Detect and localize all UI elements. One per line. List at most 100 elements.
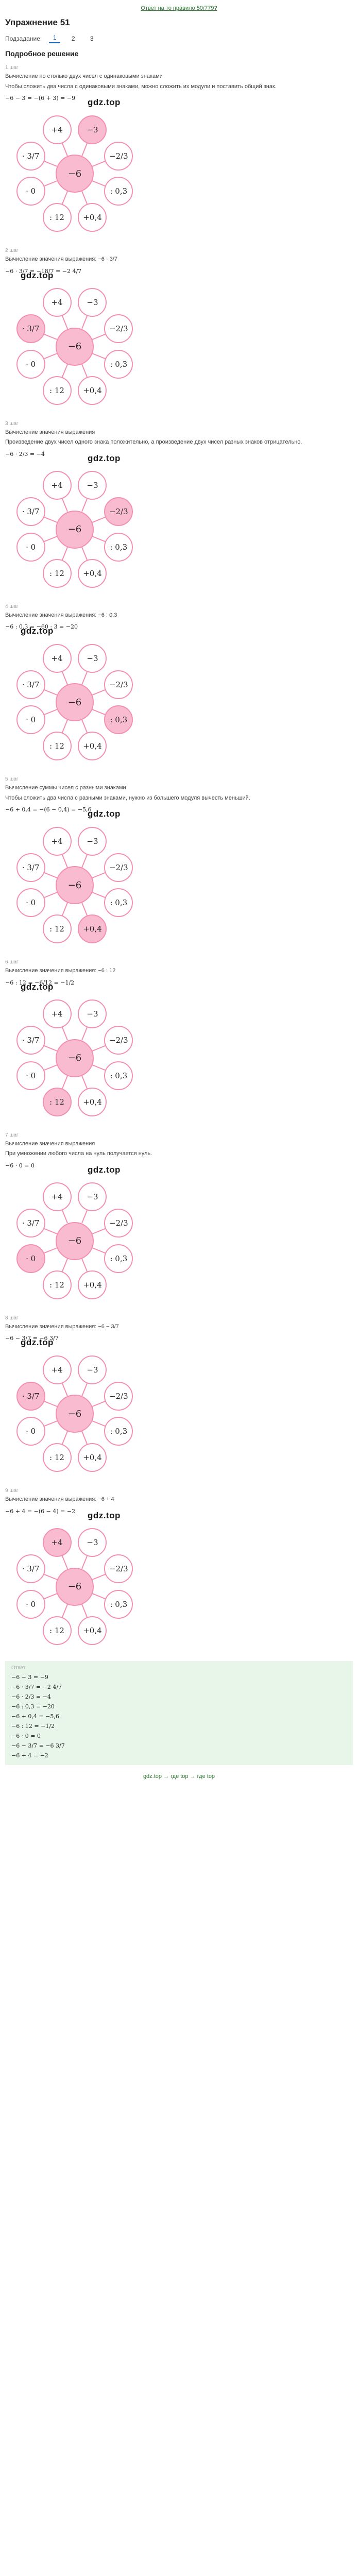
step-label: 2 шаг: [5, 248, 19, 253]
answer-label: Ответ: [11, 1665, 26, 1671]
diagram-operand-node: −3: [78, 1182, 107, 1212]
diagram-operand-node: −3: [78, 115, 107, 144]
step-label: 5 шаг: [5, 776, 19, 782]
diagram-operand-node: −3: [78, 471, 107, 500]
step-label: 3 шаг: [5, 420, 19, 427]
diagram-operand-node: : 12: [42, 1270, 72, 1299]
watermark: gdz.top: [88, 1510, 121, 1520]
subtask-tab-1[interactable]: 1: [49, 34, 61, 43]
step-formula: −6 · 0 = 0: [5, 1162, 35, 1169]
diagram-operand-node: : 12: [42, 732, 72, 761]
diagram-operand-node: −2/3: [104, 853, 133, 882]
diagram-center-node: −6: [56, 1567, 94, 1606]
diagram-operand-node: +4: [42, 288, 72, 317]
step-label: 1 шаг: [5, 65, 19, 71]
diagram-operand-node: +0,4: [78, 1616, 107, 1645]
watermark: gdz.top: [88, 1164, 121, 1175]
diagram-operand-node: · 0: [16, 532, 45, 562]
diagram-operand-node: · 0: [16, 705, 45, 735]
step-formula: −6 + 4 = −(6 − 4) = −2: [5, 1507, 76, 1515]
diagram-operand-node: −2/3: [104, 1209, 133, 1238]
diagram-operand-node: · 0: [16, 888, 45, 918]
answer-line: −6 − 3 = −9: [11, 1673, 48, 1681]
diagram-operand-node: : 12: [42, 376, 72, 405]
diagram-operand-node: : 0,3: [104, 1244, 133, 1273]
diagram-operand-node: · 0: [16, 1417, 45, 1446]
answer-line: −6 : 0,3 = −20: [11, 1703, 55, 1710]
subtask-tab-2[interactable]: 2: [71, 35, 75, 42]
diagram-center-node: −6: [56, 1039, 94, 1077]
diagram-operand-node: −3: [78, 643, 107, 673]
diagram-operand-node: · 3/7: [16, 497, 45, 527]
top-link[interactable]: Ответ на то правило 50/779?: [141, 5, 217, 11]
diagram-center-node: −6: [56, 683, 94, 721]
step-formula: −6 − 3 = −(6 + 3) = −9: [5, 95, 76, 101]
diagram-operand-node: · 3/7: [16, 314, 45, 344]
diagram-operand-node: : 0,3: [104, 532, 133, 562]
step-label: 6 шаг: [5, 959, 19, 965]
diagram-center-node: −6: [56, 866, 94, 904]
subtask-label: Подзадание:: [5, 35, 42, 42]
step-rule: Чтобы сложить два числа с одинаковыми зн…: [5, 83, 277, 90]
diagram-operand-node: : 12: [42, 203, 72, 232]
diagram-operand-node: +0,4: [78, 203, 107, 232]
diagram-operand-node: +0,4: [78, 732, 107, 761]
diagram-center-node: −6: [56, 510, 94, 549]
step-description: Вычисление значения выражения: [5, 1140, 95, 1147]
diagram-operand-node: · 3/7: [16, 1554, 45, 1584]
step-rule: Произведение двух чисел одного знака пол…: [5, 439, 302, 445]
step-rule: Чтобы сложить два числа с разными знакам…: [5, 794, 250, 801]
diagram-operand-node: +0,4: [78, 558, 107, 588]
diagram-operand-node: · 3/7: [16, 1381, 45, 1411]
diagram-operand-node: +4: [42, 1182, 72, 1212]
diagram-operand-node: · 3/7: [16, 1209, 45, 1238]
diagram-operand-node: −2/3: [104, 670, 133, 699]
diagram-operand-node: +4: [42, 115, 72, 144]
diagram-operand-node: −3: [78, 826, 107, 856]
answer-line: −6 · 2/3 = −4: [11, 1693, 51, 1700]
diagram-operand-node: · 0: [16, 1061, 45, 1090]
diagram-operand-node: +4: [42, 1355, 72, 1384]
diagram-operand-node: −3: [78, 999, 107, 1029]
diagram-operand-node: +0,4: [78, 914, 107, 944]
diagram-operand-node: : 12: [42, 558, 72, 588]
diagram-operand-node: −2/3: [104, 497, 133, 527]
page: Ответ на то правило 50/779? Упражнение 5…: [5, 5, 358, 1780]
step-formula: −6 · 3/7 = −18/7 = −2 4/7: [5, 267, 82, 275]
diagram-operand-node: −3: [78, 1355, 107, 1384]
diagram-operand-node: : 12: [42, 1087, 72, 1116]
step-formula: −6 : 12 = −6/12 = −1/2: [5, 979, 75, 986]
subtask-selector: Подзадание: 1 2 3: [5, 34, 358, 43]
step-description: Вычисление значения выражения: −6 : 0,3: [5, 612, 117, 618]
diagram-center-node: −6: [56, 1222, 94, 1260]
answer-line: −6 + 4 = −2: [11, 1752, 48, 1759]
diagram-operand-node: +0,4: [78, 376, 107, 405]
diagram-center-node: −6: [56, 327, 94, 366]
step-formula: −6 + 0,4 = −(6 − 0,4) = −5,6: [5, 806, 92, 813]
diagram-operand-node: −2/3: [104, 314, 133, 344]
footer-link[interactable]: gdz.top → где top → где top: [143, 1773, 215, 1780]
diagram-operand-node: +0,4: [78, 1443, 107, 1472]
diagram-operand-node: : 0,3: [104, 705, 133, 735]
diagram-operand-node: · 3/7: [16, 141, 45, 171]
answer-line: −6 · 0 = 0: [11, 1732, 41, 1739]
step-description: Вычисление по столько двух чисел с одина…: [5, 73, 163, 79]
answer-lines: −6 − 3 = −9−6 · 3/7 = −2 4/7−6 · 2/3 = −…: [11, 1674, 347, 1759]
step-description: Вычисление значения выражения: −6 : 12: [5, 968, 116, 974]
subtask-tab-3[interactable]: 3: [90, 35, 94, 42]
answer-line: −6 − 3/7 = −6 3/7: [11, 1742, 65, 1749]
watermark: gdz.top: [88, 809, 121, 819]
step-label: 4 шаг: [5, 603, 19, 609]
